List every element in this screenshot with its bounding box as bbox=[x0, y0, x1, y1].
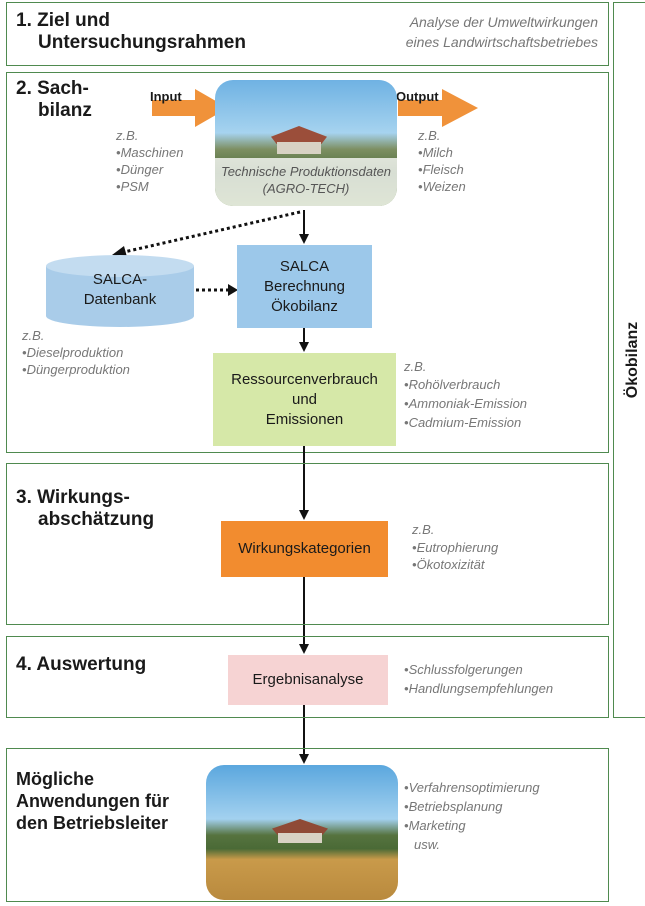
section-1-description: Analyse der Umweltwirkungen eines Landwi… bbox=[405, 14, 598, 50]
inputs-eg: z.B. bbox=[116, 128, 139, 143]
photo-caption: Technische Produktionsdaten (AGRO-TECH) bbox=[220, 164, 392, 196]
resource-items: Rohölverbrauch Ammoniak-Emission Cadmium… bbox=[404, 375, 527, 432]
list-item: PSM bbox=[116, 178, 183, 195]
list-item: Verfahrensoptimierung bbox=[404, 778, 540, 797]
input-label: Input bbox=[150, 89, 182, 104]
section-5-title: Mögliche Anwendungen für den Betriebslei… bbox=[16, 769, 169, 833]
farm-wall-icon bbox=[277, 142, 321, 154]
list-item: Ökotoxizität bbox=[412, 556, 498, 573]
farm-photo bbox=[215, 80, 397, 206]
resource-emission-box: Ressourcenverbrauch und Emissionen bbox=[213, 353, 396, 446]
list-item: Maschinen bbox=[116, 144, 184, 161]
list-item: Cadmium-Emission bbox=[404, 413, 527, 432]
input-arrow bbox=[152, 89, 228, 127]
list-item: Weizen bbox=[418, 178, 466, 195]
impact-category-box: Wirkungskategorien bbox=[221, 521, 388, 577]
section-4-panel bbox=[6, 636, 609, 718]
list-item: Marketing bbox=[404, 816, 540, 835]
result-analysis-box: Ergebnisanalyse bbox=[228, 655, 388, 705]
inputs-list: Maschinen Dünger PSM bbox=[116, 144, 184, 195]
result-items: Schlussfolgerungen Handlungsempfehlungen bbox=[404, 660, 554, 698]
caption-backdrop bbox=[215, 158, 397, 206]
output-label: Output bbox=[396, 89, 439, 104]
list-item: Schlussfolgerungen bbox=[404, 660, 553, 679]
resource-eg: z.B. bbox=[404, 359, 427, 374]
list-item: Dünger bbox=[116, 161, 183, 178]
database-items: Dieselproduktion Düngerproduktion bbox=[22, 344, 130, 378]
section-1-panel bbox=[6, 2, 609, 66]
list-item: Handlungsempfehlungen bbox=[404, 679, 554, 698]
section-1-title: 1. Ziel und Untersuchungsrahmen bbox=[16, 10, 246, 53]
database-label: SALCA- Datenbank bbox=[83, 271, 157, 308]
application-etc: usw. bbox=[414, 837, 441, 852]
list-item: Dieselproduktion bbox=[22, 344, 130, 361]
list-item: Ammoniak-Emission bbox=[404, 394, 527, 413]
outputs-list: Milch Fleisch Weizen bbox=[418, 144, 466, 195]
farm-wall-icon bbox=[278, 833, 322, 843]
section-4-title: 4. Auswertung bbox=[16, 654, 147, 675]
oekobilanz-bracket bbox=[613, 2, 645, 718]
outputs-eg: z.B. bbox=[418, 128, 441, 143]
section-3-panel bbox=[6, 463, 609, 625]
output-arrow bbox=[398, 89, 478, 127]
list-item: Milch bbox=[418, 144, 466, 161]
impact-items: Eutrophierung Ökotoxizität bbox=[412, 539, 499, 573]
database-cylinder bbox=[46, 255, 194, 327]
section-2-title: 2. Sach- bilanz bbox=[16, 78, 92, 121]
list-item: Düngerproduktion bbox=[22, 361, 130, 378]
salca-calculation-box: SALCA Berechnung Ökobilanz bbox=[237, 245, 372, 328]
list-item: Betriebsplanung bbox=[404, 797, 540, 816]
dotted-arrow-to-db bbox=[123, 210, 301, 254]
database-eg: z.B. bbox=[22, 328, 45, 343]
application-items: Verfahrensoptimierung Betriebsplanung Ma… bbox=[404, 778, 540, 835]
list-item: Rohölverbrauch bbox=[404, 375, 527, 394]
list-item: Eutrophierung bbox=[412, 539, 499, 556]
section-5-panel bbox=[6, 748, 609, 902]
impact-eg: z.B. bbox=[412, 522, 435, 537]
list-item: Fleisch bbox=[418, 161, 466, 178]
application-photo bbox=[206, 765, 398, 900]
section-3-title: 3. Wirkungs- abschätzung bbox=[16, 487, 155, 530]
